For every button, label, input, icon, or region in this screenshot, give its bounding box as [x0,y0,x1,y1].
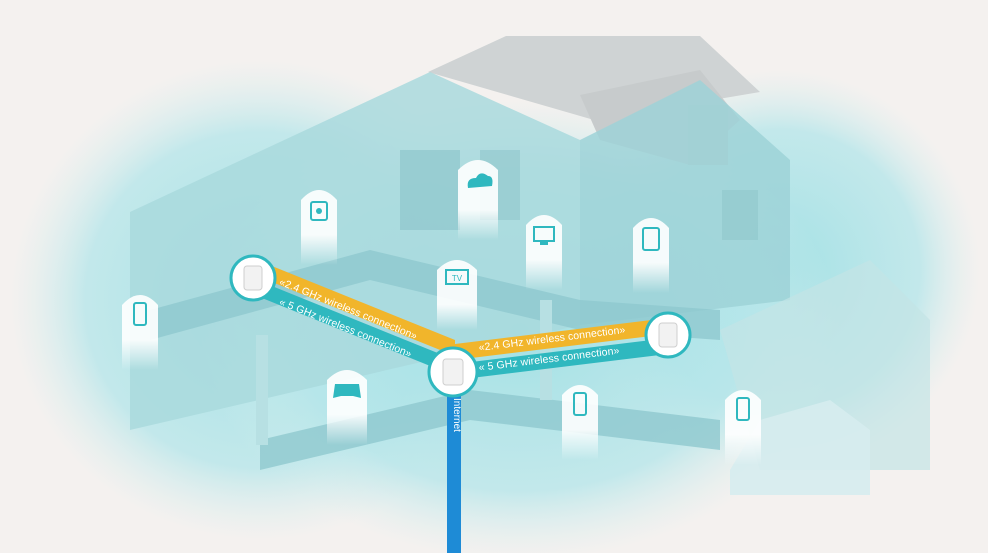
pin-console [301,190,337,265]
pin-tablet-upper [633,218,669,293]
internet-cable [447,380,461,553]
router-center [427,346,479,398]
pin-desktop [526,215,562,290]
connection-right [455,318,668,380]
device-pins: TV [122,160,761,465]
pin-phone-right [725,390,761,465]
router-right [644,311,692,359]
house [130,72,930,495]
pin-phone-left [122,295,158,370]
router-left [229,254,277,302]
pin-gamepad [327,370,367,445]
pin-tv: TV [437,260,477,330]
svg-text:TV: TV [452,274,463,283]
label-internet: Internet [451,398,462,432]
pin-phone-mid [562,385,598,460]
connection-left [262,262,455,376]
pin-cloud [458,160,498,240]
